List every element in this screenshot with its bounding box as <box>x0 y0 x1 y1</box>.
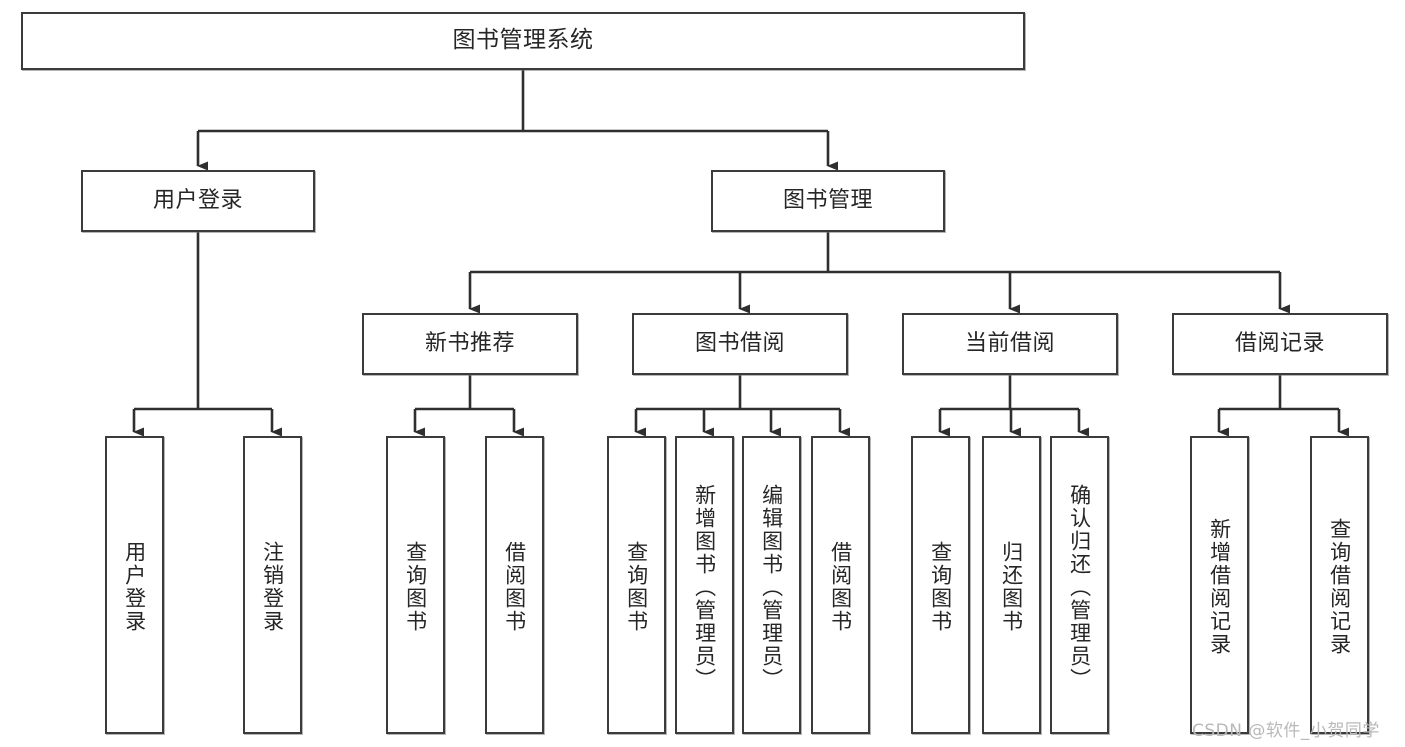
leaf-query-books-borrowing[interactable]: 查询图书 <box>607 436 666 734</box>
node-book-borrowing[interactable]: 图书借阅 <box>632 313 848 375</box>
node-label: 查询借阅记录 <box>1327 518 1352 656</box>
node-label: 归还图书 <box>999 541 1024 633</box>
edge-group-records <box>1217 375 1349 437</box>
node-label: 编辑图书（管理员） <box>759 483 784 691</box>
edge-group-root <box>196 70 838 171</box>
leaf-query-borrow-record[interactable]: 查询借阅记录 <box>1310 436 1369 734</box>
csdn-watermark: CSDN @软件_小贺同学 <box>1192 721 1380 741</box>
leaf-borrow-book-borrowing[interactable]: 借阅图书 <box>811 436 870 734</box>
node-label: 图书管理 <box>782 187 873 213</box>
node-label: 查询图书 <box>624 541 649 633</box>
node-label: 借阅图书 <box>828 541 853 633</box>
node-label: 当前借阅 <box>964 330 1055 356</box>
node-current-borrowing[interactable]: 当前借阅 <box>902 313 1118 375</box>
node-label: 图书管理系统 <box>452 27 594 54</box>
node-label: 借阅图书 <box>502 541 527 633</box>
node-label: 新书推荐 <box>424 330 515 356</box>
node-user-login[interactable]: 用户登录 <box>81 170 315 232</box>
edge-group-new-books <box>413 375 524 437</box>
node-label: 查询图书 <box>928 541 953 633</box>
leaf-confirm-return-admin[interactable]: 确认归还（管理员） <box>1050 436 1109 734</box>
node-book-management[interactable]: 图书管理 <box>711 170 945 232</box>
node-new-book-recommend[interactable]: 新书推荐 <box>362 313 578 375</box>
node-borrow-records[interactable]: 借阅记录 <box>1172 313 1388 375</box>
node-label: 查询图书 <box>403 541 428 633</box>
node-label: 图书借阅 <box>694 330 785 356</box>
node-label: 确认归还（管理员） <box>1067 483 1092 691</box>
edge-group-current <box>938 375 1089 437</box>
leaf-borrow-books-recommend[interactable]: 借阅图书 <box>485 436 544 734</box>
edge-group-user-login <box>132 232 282 437</box>
leaf-add-book-admin[interactable]: 新增图书（管理员） <box>675 436 734 734</box>
leaf-logout[interactable]: 注销登录 <box>243 436 302 734</box>
edge-group-book-mgmt <box>468 232 1290 314</box>
leaf-add-borrow-record[interactable]: 新增借阅记录 <box>1190 436 1249 734</box>
node-label: 新增图书（管理员） <box>692 483 717 691</box>
node-label: 用户登录 <box>122 541 147 633</box>
node-label: 注销登录 <box>260 541 285 633</box>
leaf-query-books-recommend[interactable]: 查询图书 <box>386 436 445 734</box>
node-label: 新增借阅记录 <box>1207 518 1232 656</box>
leaf-edit-book-admin[interactable]: 编辑图书（管理员） <box>742 436 801 734</box>
edge-group-borrow <box>634 375 850 437</box>
leaf-user-login[interactable]: 用户登录 <box>105 436 164 734</box>
leaf-return-book[interactable]: 归还图书 <box>982 436 1041 734</box>
node-label: 借阅记录 <box>1234 330 1325 356</box>
leaf-query-books-current[interactable]: 查询图书 <box>911 436 970 734</box>
node-root-system[interactable]: 图书管理系统 <box>21 12 1025 70</box>
node-label: 用户登录 <box>152 187 243 213</box>
